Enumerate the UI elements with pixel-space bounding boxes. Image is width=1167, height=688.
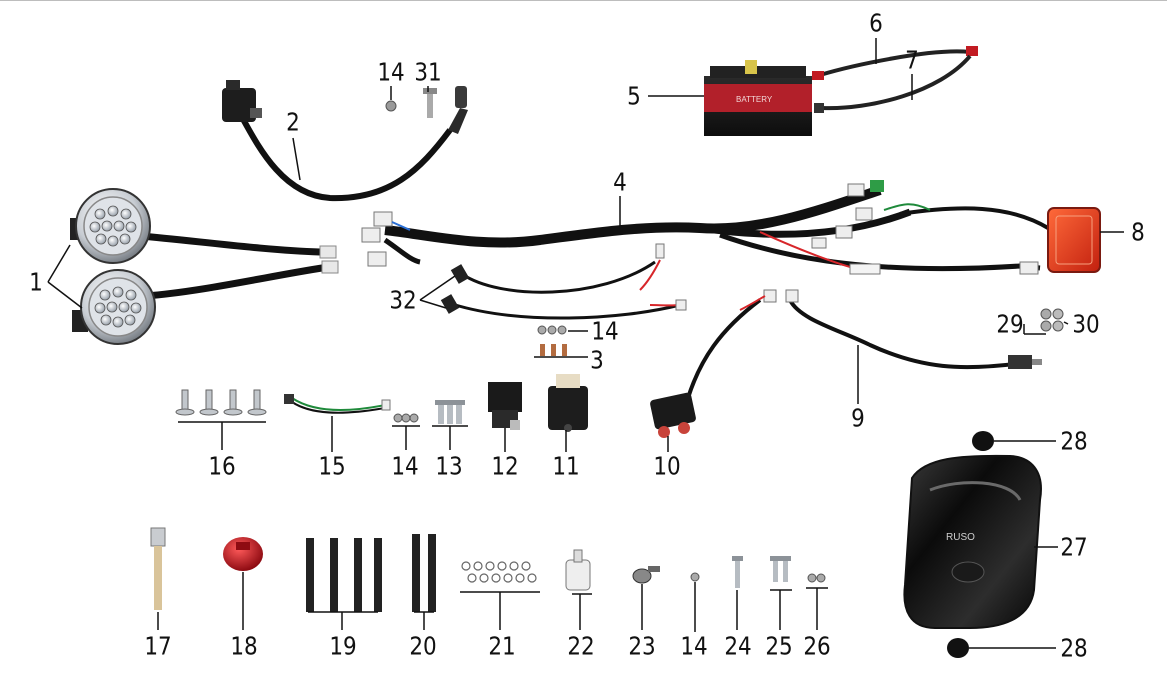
cdi-unit <box>548 374 588 432</box>
callout-25: 25 <box>765 631 793 661</box>
rubber-cap-lower <box>947 638 969 658</box>
battery: BATTERY <box>704 60 812 136</box>
callout-4: 4 <box>613 167 627 197</box>
callout-11: 11 <box>552 451 580 481</box>
callout-22: 22 <box>567 631 595 661</box>
battery-brand: BATTERY <box>736 95 773 104</box>
battery-cable-red <box>812 46 978 80</box>
fuel-tank: RUSO <box>903 454 1042 629</box>
callout-30: 30 <box>1072 309 1100 339</box>
callout-32: 32 <box>389 285 417 315</box>
callout-18: 18 <box>230 631 258 661</box>
small-harness-15 <box>284 394 391 414</box>
callout-19: 19 <box>329 631 357 661</box>
sub-harness-32 <box>440 243 687 320</box>
callout-27: 27 <box>1060 532 1088 562</box>
callout-2: 2 <box>286 107 300 137</box>
callout-9: 9 <box>851 403 865 433</box>
callout-13: 13 <box>435 451 463 481</box>
callout-3: 3 <box>590 345 604 375</box>
callout-6: 6 <box>869 8 883 38</box>
callout-29: 29 <box>996 309 1024 339</box>
rubber-cap-upper <box>972 431 994 451</box>
screws-16 <box>175 389 267 450</box>
callout-28-upper: 28 <box>1060 426 1088 456</box>
callout-14-center: 14 <box>591 316 619 346</box>
flasher-relay <box>488 382 522 430</box>
callout-31: 31 <box>414 57 442 87</box>
tubes-20 <box>412 534 436 630</box>
callout-10: 10 <box>653 451 681 481</box>
callout-28-lower: 28 <box>1060 633 1088 663</box>
callout-1: 1 <box>29 267 43 297</box>
nut-14-bottom <box>690 572 700 582</box>
starter-relay <box>650 295 766 438</box>
main-wiring-harness <box>361 180 1050 275</box>
battery-cable-black <box>814 54 972 113</box>
callout-7: 7 <box>905 45 919 75</box>
bolt-31 <box>423 88 437 118</box>
callout-5: 5 <box>627 81 641 111</box>
headlight-lower <box>72 260 339 345</box>
clips-21 <box>460 561 540 630</box>
bolt-24 <box>732 556 743 588</box>
fuel-filter-22 <box>565 549 592 630</box>
tank-brand: RUSO <box>946 532 975 543</box>
nut-29-30 <box>1040 308 1064 332</box>
callout-17: 17 <box>144 631 172 661</box>
top-border <box>0 0 1167 1</box>
callout-14-top: 14 <box>377 57 405 87</box>
callout-21: 21 <box>488 631 516 661</box>
callout-8: 8 <box>1131 217 1145 247</box>
ignition-coil <box>222 80 468 202</box>
callout-14-mid: 14 <box>391 451 419 481</box>
callout-14-bottom: 14 <box>680 631 708 661</box>
leader-lines <box>47 38 1124 649</box>
headlight-upper <box>70 188 337 264</box>
fuel-cap-18 <box>223 537 263 571</box>
callout-12: 12 <box>491 451 519 481</box>
fuel-hose-17 <box>150 527 166 610</box>
callout-15: 15 <box>318 451 346 481</box>
bolts-25 <box>770 556 792 630</box>
callout-20: 20 <box>409 631 437 661</box>
fuel-valve-23 <box>632 566 660 630</box>
tubes-19 <box>306 538 382 630</box>
callout-16: 16 <box>208 451 236 481</box>
callout-23: 23 <box>628 631 656 661</box>
nuts-14-center <box>537 325 588 335</box>
nuts-14-mid <box>392 413 420 450</box>
callout-26: 26 <box>803 631 831 661</box>
callout-24: 24 <box>724 631 752 661</box>
nuts-26 <box>806 573 828 589</box>
bolts-13 <box>432 400 468 450</box>
bolts-3 <box>534 344 588 358</box>
nut-14-top <box>385 100 397 112</box>
tail-light <box>1047 207 1101 273</box>
